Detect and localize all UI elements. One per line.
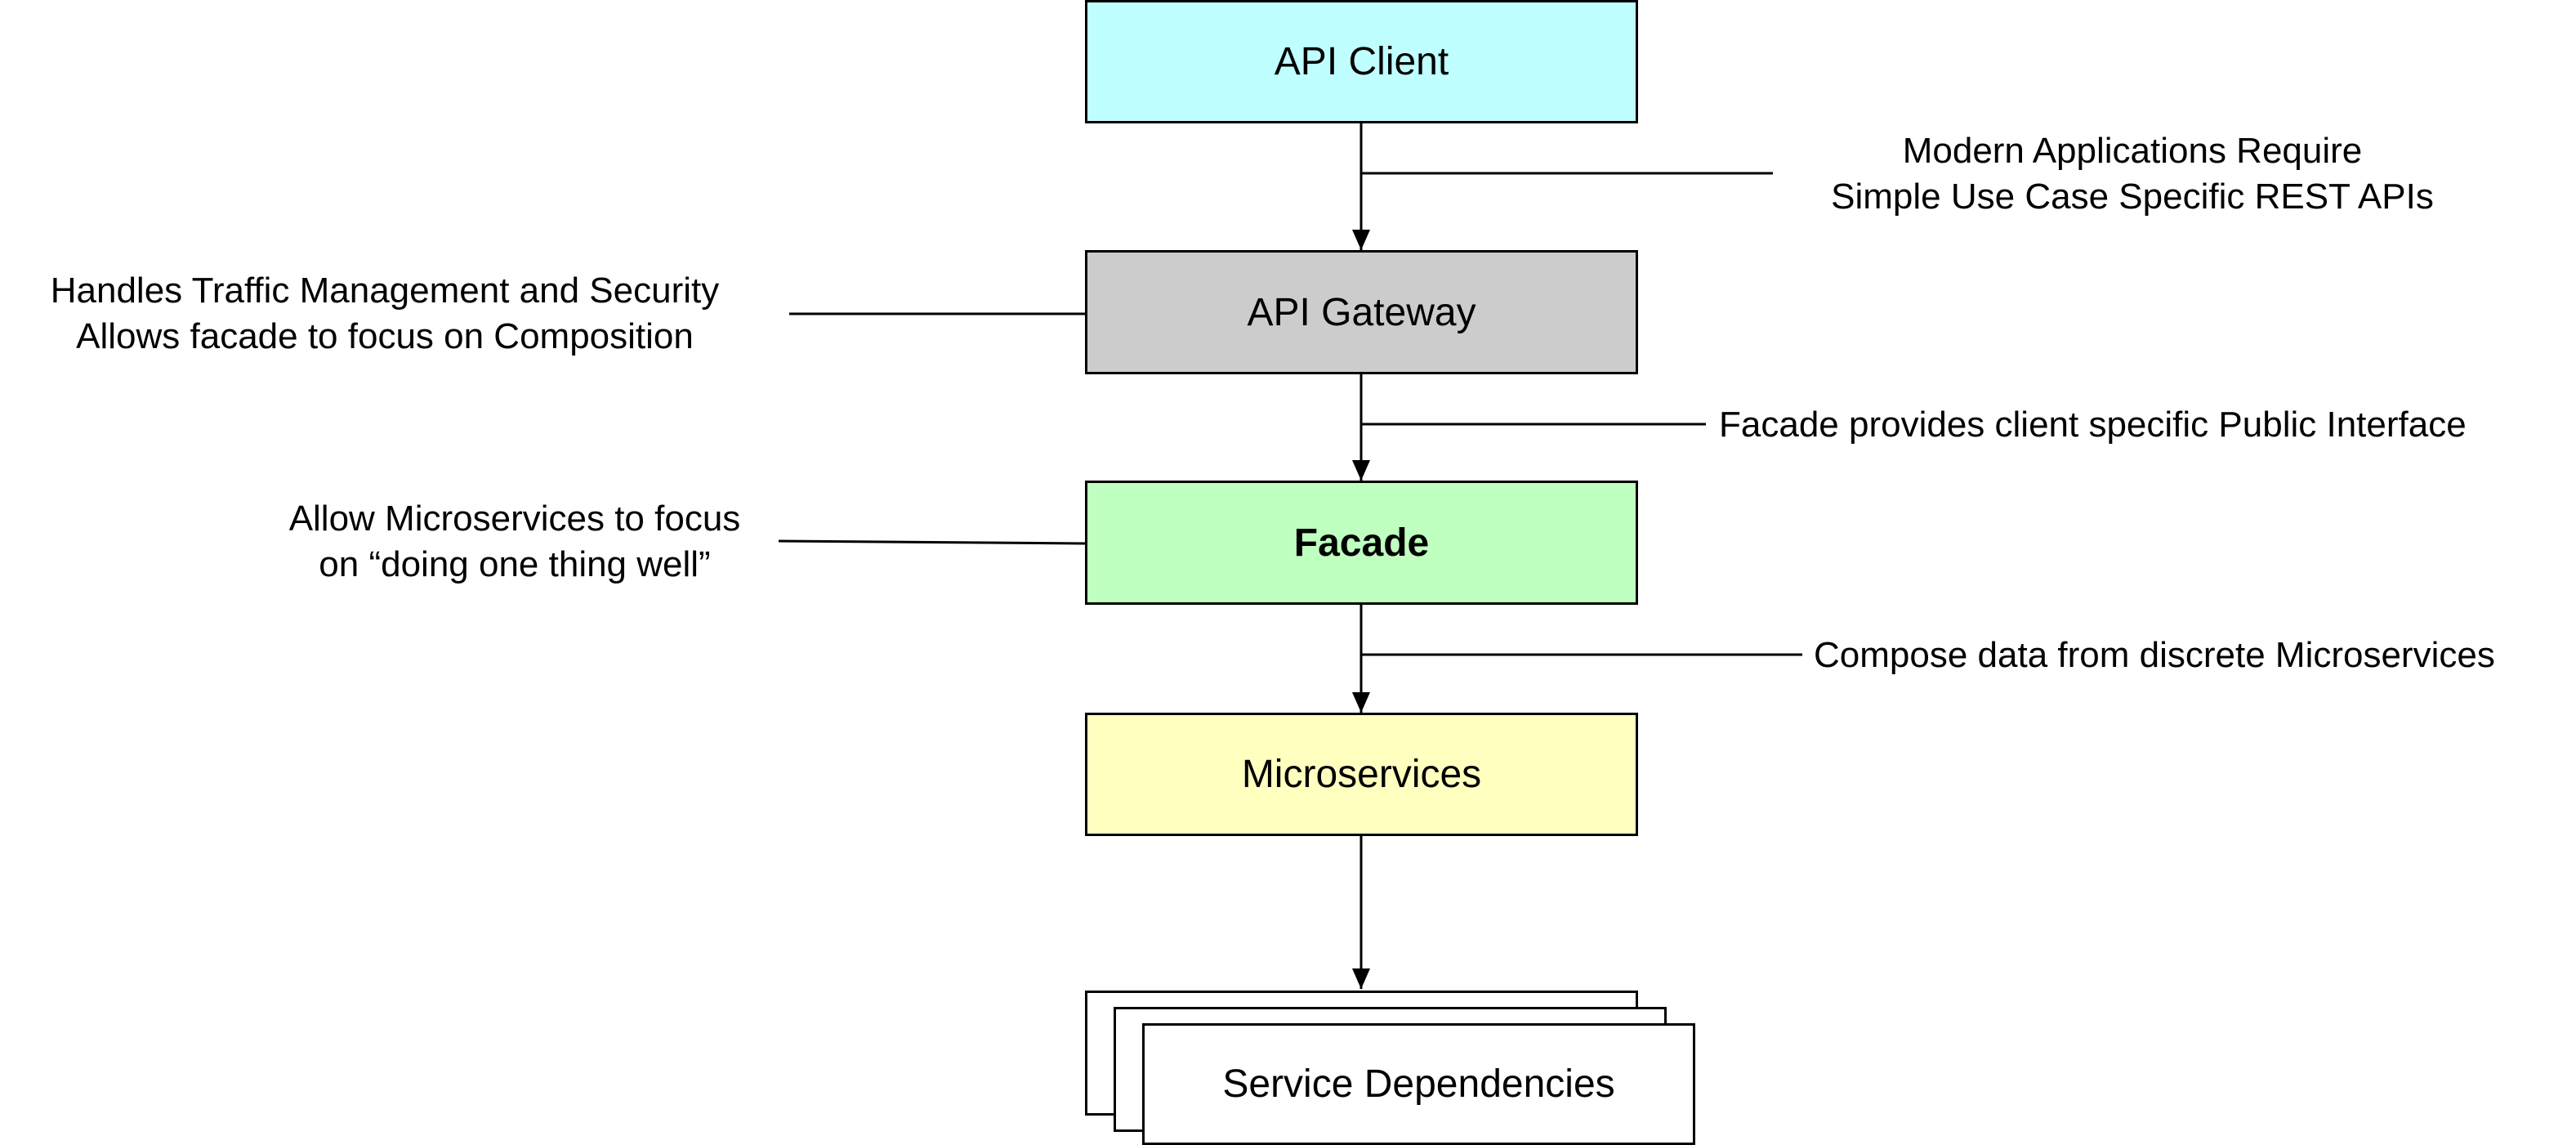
note-modern-applications-line2: Simple Use Case Specific REST APIs xyxy=(1831,177,2434,217)
arrowhead-microservices-to-dependencies xyxy=(1352,968,1370,989)
note-traffic-management-line2: Allows facade to focus on Composition xyxy=(76,316,694,356)
arrowhead-client-to-gateway xyxy=(1352,230,1370,250)
leader-microservices-focus xyxy=(778,539,1086,545)
note-compose-data-line1: Compose data from discrete Microservices xyxy=(1814,635,2495,675)
note-microservices-focus-line1: Allow Microservices to focus xyxy=(288,499,741,539)
api-gateway-label: API Gateway xyxy=(1247,290,1476,334)
note-facade-interface-line1: Facade provides client specific Public I… xyxy=(1719,405,2467,445)
note-traffic-management-line1: Handles Traffic Management and Security xyxy=(50,271,720,311)
note-facade-interface: Facade provides client specific Public I… xyxy=(1719,402,2467,448)
note-traffic-management: Handles Traffic Management and Security … xyxy=(5,268,765,360)
arrowhead-facade-to-microservices xyxy=(1352,692,1370,713)
note-microservices-focus-line2: on “doing one thing well” xyxy=(319,544,711,584)
arrowhead-gateway-to-facade xyxy=(1352,460,1370,481)
api-gateway-box: API Gateway xyxy=(1085,250,1638,374)
microservices-label: Microservices xyxy=(1241,753,1482,796)
note-microservices-focus: Allow Microservices to focus on “doing o… xyxy=(245,496,784,588)
api-client-box: API Client xyxy=(1085,0,1638,123)
note-modern-applications-line1: Modern Applications Require xyxy=(1902,131,2363,171)
facade-box: Facade xyxy=(1085,481,1638,605)
note-modern-applications: Modern Applications Require Simple Use C… xyxy=(1789,128,2476,220)
facade-label: Facade xyxy=(1293,521,1430,565)
service-dependencies-box: Service Dependencies xyxy=(1142,1023,1695,1145)
microservices-box: Microservices xyxy=(1085,713,1638,836)
service-dependencies-label: Service Dependencies xyxy=(1222,1062,1615,1106)
api-client-label: API Client xyxy=(1274,40,1449,83)
note-compose-data: Compose data from discrete Microservices xyxy=(1814,633,2495,678)
